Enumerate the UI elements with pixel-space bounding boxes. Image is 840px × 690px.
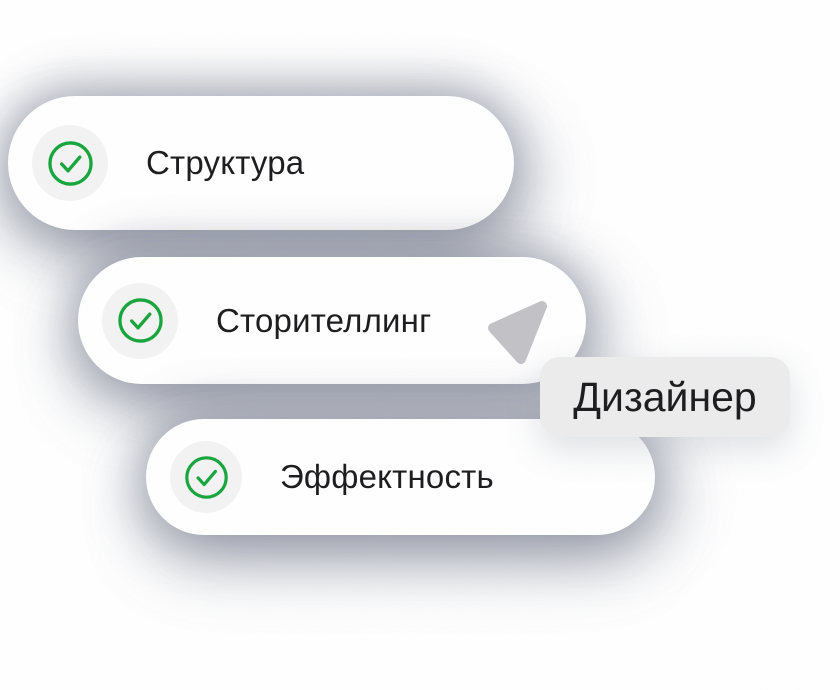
task-pill-structure[interactable]: Структура <box>8 96 514 230</box>
check-circle-icon <box>170 441 242 513</box>
designer-badge-label: Дизайнер <box>573 373 757 420</box>
task-label: Сторителлинг <box>216 301 432 339</box>
task-label: Структура <box>146 144 305 181</box>
designer-badge[interactable]: Дизайнер <box>540 357 790 437</box>
task-pill-storytelling[interactable]: Сторителлинг <box>78 257 586 384</box>
check-circle-icon <box>102 282 178 359</box>
check-circle-icon <box>32 125 108 201</box>
task-label: Эффектность <box>280 458 494 495</box>
